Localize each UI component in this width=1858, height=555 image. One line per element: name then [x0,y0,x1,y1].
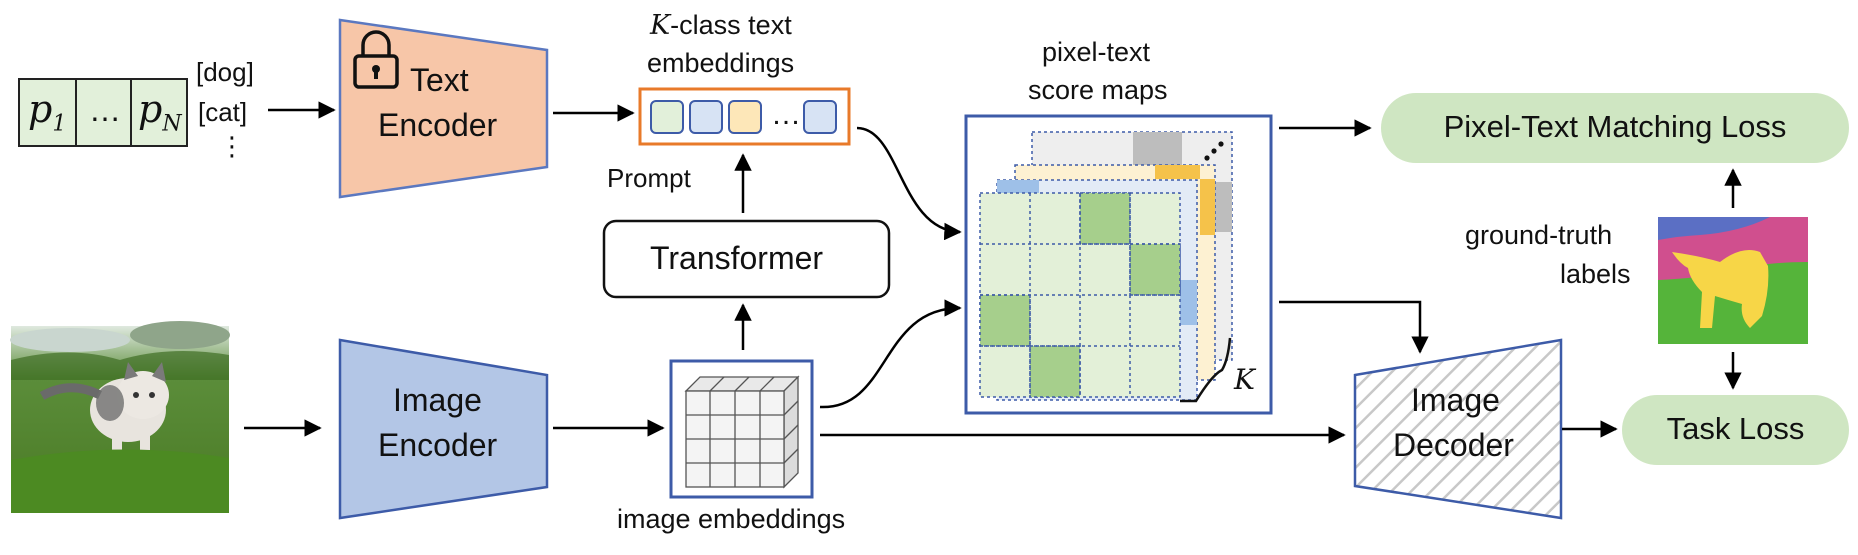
token-ellipsis: … [89,92,121,128]
image-decoder-label-2: Decoder [1393,427,1514,463]
text-embeddings-title-1: K-class text [650,10,792,41]
pixel-text-matching-loss-box [1381,93,1849,163]
lock-icon [353,30,399,89]
text-embedding-token-1 [650,100,684,134]
task-loss-label: Task Loss [1666,411,1805,446]
layer-ellipsis [1204,141,1224,161]
ground-truth-label-2: labels [1560,259,1631,289]
score-maps-box [964,114,1273,415]
embedding-cube [684,375,800,489]
image-embeddings-box [669,359,814,499]
text-embeddings-title-2: embeddings [647,48,795,78]
token-p1: p1 [28,87,67,137]
prompt-label: Prompt [607,163,691,193]
arrow-score-maps-to-decoder [1279,300,1429,354]
text-encoder-label-1: Text [410,62,469,98]
score-map-layer-front [979,192,1181,398]
pixel-text-matching-loss-label: Pixel-Text Matching Loss [1443,109,1787,144]
text-embeddings-ellipsis: … [771,98,801,131]
transformer-block [602,219,891,299]
arrow-image-embeddings-to-score-maps [819,299,962,409]
score-maps-k-symbol: K [1234,363,1255,396]
image-decoder-block [1353,338,1563,520]
score-maps-title-2: score maps [1028,75,1168,105]
text-embedding-token-2 [689,100,723,134]
task-loss-box [1622,395,1849,465]
class-name-more: ⋮ [219,131,245,161]
k-brace [1180,337,1232,403]
class-name-dog: [dog] [196,57,254,87]
text-embedding-token-3 [728,100,762,134]
image-encoder-label-1: Image [393,382,482,418]
text-embeddings-box [638,87,851,146]
image-encoder-block [338,338,549,520]
image-encoder-label-2: Encoder [378,427,498,463]
class-name-cat: [cat] [198,97,248,127]
arrow-text-embeddings-to-score-maps [856,126,962,241]
image-embeddings-label: image embeddings [617,504,846,534]
score-maps-title-1: pixel-text [1042,37,1151,67]
text-embedding-token-k [803,100,837,134]
input-image [10,321,230,513]
prompt-tokens [18,78,188,147]
token-pN: pN [138,87,182,137]
transformer-label: Transformer [650,240,824,276]
ground-truth-image [1658,217,1808,344]
image-decoder-label-1: Image [1411,382,1500,418]
text-encoder-label-2: Encoder [378,107,498,143]
ground-truth-label-1: ground-truth [1465,220,1613,250]
